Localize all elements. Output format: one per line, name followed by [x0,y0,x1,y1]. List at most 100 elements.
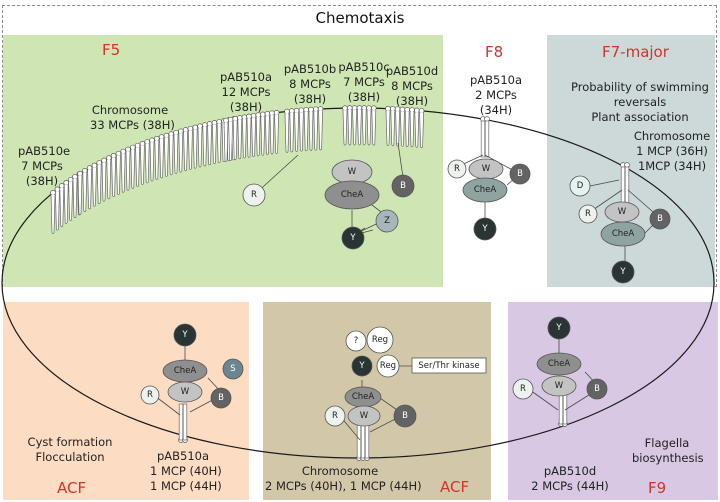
mcp-receptor [313,106,319,151]
function-text: biosynthesis [632,451,704,465]
receptor-head [158,134,165,140]
receptor-head [182,127,189,133]
mcp-receptor [241,114,248,159]
receptor-head [284,108,290,115]
protein-y: Y [473,217,497,241]
protein-w: W [468,158,504,180]
receptor-head [356,105,363,111]
function-text: Flocculation [35,450,105,464]
receptor-body [620,166,626,206]
mcp-count: 2 MCPs (44H) [531,479,609,493]
receptor-body [237,119,243,160]
receptor-arrays [50,105,630,461]
protein-r: R [578,204,598,224]
receptor-head [418,108,425,114]
receptor-body [274,114,279,154]
mcp-receptor [394,106,401,147]
mcp-receptor [480,116,486,158]
class-label-f8: F8 [485,43,504,61]
receptor-body [357,109,362,146]
receptor-body [303,111,309,152]
receptor-body [414,112,420,148]
receptor-body [342,110,348,146]
receptor-head [192,124,198,131]
mcp-receptor [101,157,107,202]
receptor-head [130,144,136,151]
protein-y-shape [611,260,635,284]
protein-y-label: Y [619,267,626,277]
group-name: pAB510a [469,73,523,87]
protein-r-shape [242,183,266,207]
mcp-receptor [115,150,122,195]
mcp-receptor [82,168,88,213]
mcp-count: 7 MCPs [343,75,385,89]
mcp-receptor [110,153,117,198]
mcp-receptor [303,107,309,152]
protein-b: B [509,163,531,185]
receptor-head [289,108,295,114]
protein-y-shape [341,226,365,250]
receptor-body [183,131,188,172]
protein-chea-shape [600,221,646,247]
protein-y: Y [341,226,365,250]
mcp-receptor [293,107,300,152]
receptor-body [125,151,131,191]
f7-functions: Probability of swimming reversals Plant … [565,80,715,125]
mcp-receptor [264,111,271,156]
protein-b-label: B [517,169,523,179]
protein-w-label: W [360,411,369,421]
protein-w-label: W [181,387,190,397]
protein-w: W [541,375,577,397]
protein-b: B [210,387,232,409]
receptor-body [164,137,169,177]
receptor-body [135,147,140,187]
mcp-receptor [620,162,626,206]
receptor-body [223,122,229,162]
group-name: pAB510a [156,449,210,463]
receptor-body [419,112,424,149]
protein-d-label: D [577,181,584,191]
protein-z-shape [375,209,399,233]
class-label-f9: F9 [648,479,667,497]
protein-r-label: R [332,411,338,421]
protein-r: R [447,159,467,179]
receptor-body [192,129,198,169]
protein-b-label: B [657,214,663,224]
receptor-head [149,137,155,144]
receptor-head [139,140,146,147]
protein-w-label: W [555,381,564,391]
mcp-receptor [211,120,218,165]
receptor-body [106,160,112,200]
mcp-count: 1 MCP (36H) [636,144,708,158]
mcp-receptor [366,105,372,146]
protein-y-label: Y [181,330,188,340]
protein-b-label: B [218,393,224,403]
receptor-body [72,178,78,219]
protein-unknown: ? [345,330,367,352]
receptor-head [366,105,372,111]
mcp-receptor [67,176,74,222]
mcp-receptor [356,105,363,146]
receptor-head [317,106,324,112]
receptor-head [110,153,117,159]
protein-r-shape [447,159,467,179]
f5-group-chromosome: Chromosome 33 MCPs (38H) [90,103,175,133]
mcp-receptor [390,106,396,147]
mcp-count: 33 MCPs (38H) [90,118,175,132]
receptor-body [390,110,396,147]
protein-y: Y [547,316,571,340]
receptor-head [187,125,194,132]
acf1-group: pAB510a 1 MCP (40H) 1 MCP (44H) [150,449,222,494]
receptor-body [120,153,126,193]
protein-w: W [604,201,640,223]
protein-b-shape [509,163,531,185]
receptor-head [163,132,170,139]
receptor-head [72,174,78,180]
protein-b: B [586,378,608,400]
protein-y-shape [173,323,197,347]
protein-chea-label: CheA [352,392,375,402]
mcp-count: 8 MCPs [391,79,433,93]
function-text: Flagella [644,436,690,450]
mcp-receptor [260,111,266,156]
